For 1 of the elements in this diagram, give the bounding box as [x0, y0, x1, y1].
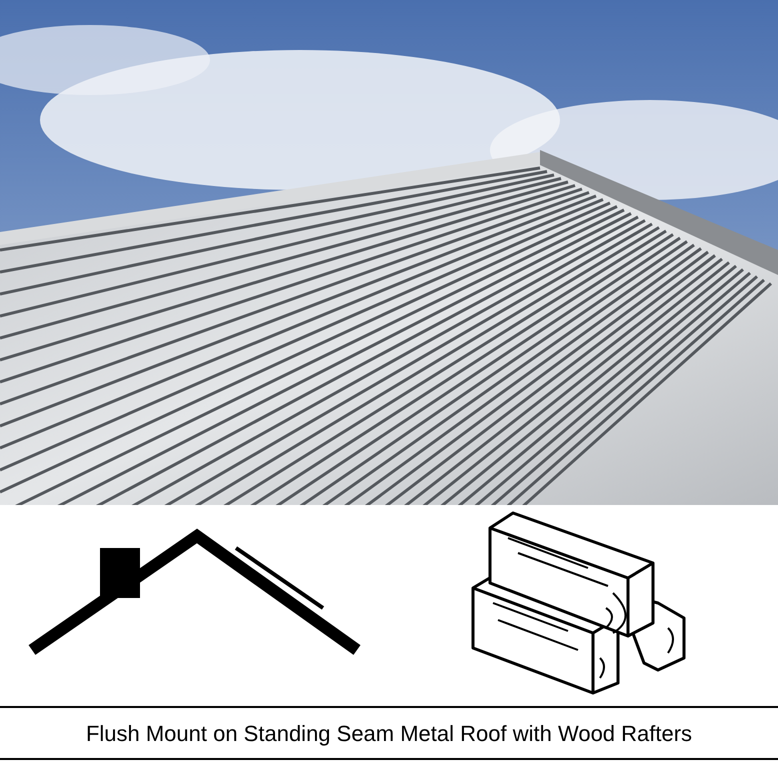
caption: Flush Mount on Standing Seam Metal Roof with Wood Rafters	[86, 720, 692, 748]
